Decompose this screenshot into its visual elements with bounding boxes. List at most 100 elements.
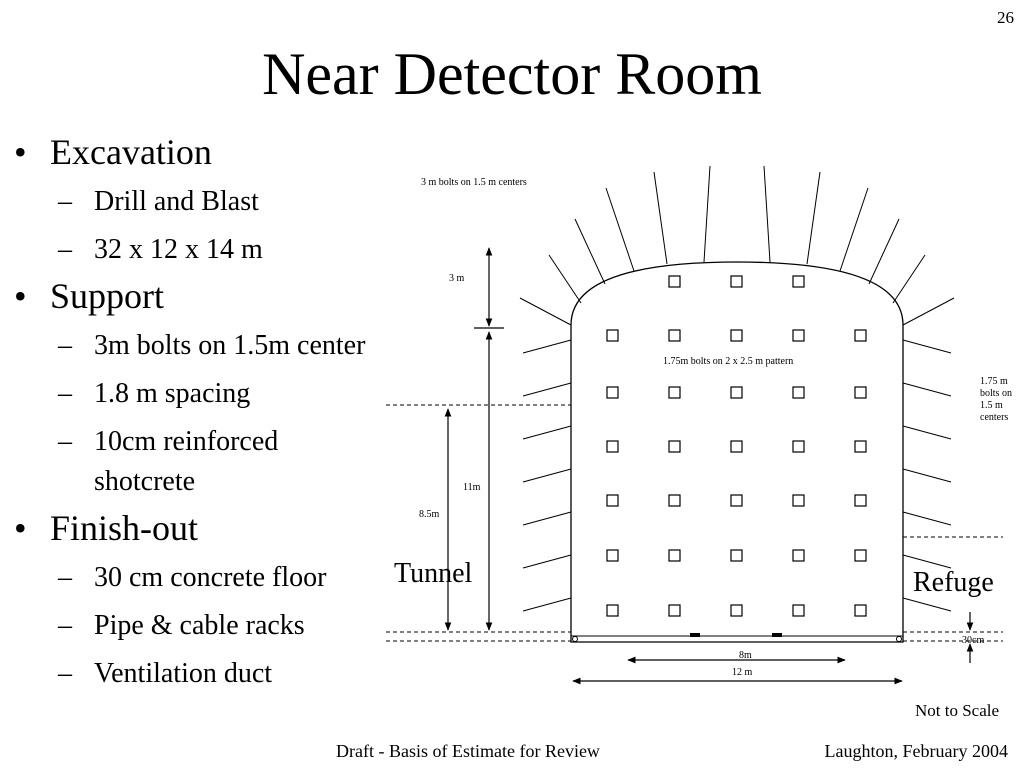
- subbullet-concrete-floor: –30 cm concrete floor: [14, 558, 434, 598]
- bolt-head: [792, 440, 805, 453]
- dim-3m-label: 3 m: [449, 273, 465, 284]
- reference-lines: [386, 404, 1003, 642]
- subbullet-bolts: –3m bolts on 1.5m center: [14, 326, 434, 366]
- slide-title: Near Detector Room: [262, 41, 762, 107]
- left-wall-bolts: [522, 339, 572, 612]
- tunnel-label: Tunnel: [394, 558, 473, 589]
- roof-bolt: [892, 254, 926, 304]
- bolt-head: [730, 386, 743, 399]
- bolt-head: [730, 494, 743, 507]
- bolt-head: [668, 329, 681, 342]
- bolt-head: [854, 549, 867, 562]
- subbullet-shotcrete: –10cm reinforced shotcrete: [14, 422, 354, 502]
- roof-bolt: [763, 165, 771, 263]
- roof-bolt: [703, 165, 711, 263]
- roof-bolt: [902, 297, 955, 326]
- bullet-outline: •Excavation –Drill and Blast –32 x 12 x …: [14, 126, 434, 694]
- wall-bolt: [522, 511, 572, 526]
- wall-bolt: [522, 597, 572, 612]
- bolt-head: [854, 386, 867, 399]
- wall-bolt: [902, 511, 952, 526]
- bolt-head: [854, 604, 867, 617]
- wall-bolt: [902, 425, 952, 440]
- bolt-head: [606, 329, 619, 342]
- wall-bolt: [522, 468, 572, 483]
- dim-12m-label: 12 m: [732, 667, 753, 678]
- dim-8m-label: 8m: [739, 650, 752, 661]
- dash-icon: –: [58, 610, 72, 641]
- slide-number: 26: [997, 8, 1014, 27]
- bolt-head: [792, 549, 805, 562]
- roof-bolts: [519, 165, 955, 326]
- dim-30cm-label: 30cm: [962, 635, 984, 646]
- bolt-head: [606, 494, 619, 507]
- floor-corner-mark: [572, 636, 578, 642]
- bolt-head: [792, 494, 805, 507]
- dash-icon: –: [58, 562, 72, 593]
- bullet-excavation: •Excavation: [14, 132, 212, 172]
- dash-icon: –: [58, 234, 72, 265]
- roof-bolt: [653, 171, 668, 265]
- subbullet-pipe-racks: –Pipe & cable racks: [14, 606, 434, 646]
- wall-bolt: [522, 339, 572, 354]
- bolt-head: [668, 549, 681, 562]
- chamber-outline: [570, 261, 904, 643]
- floor-fixture: [690, 633, 700, 637]
- bullet-support: •Support: [14, 276, 165, 316]
- bolt-head: [730, 549, 743, 562]
- bolt-head: [854, 329, 867, 342]
- bolt-head: [730, 440, 743, 453]
- bolt-head: [792, 329, 805, 342]
- bolt-head: [606, 440, 619, 453]
- bolt-head: [668, 604, 681, 617]
- side-bolts-label-line-2: bolts on: [980, 388, 1012, 399]
- side-bolts-label-line-4: centers: [980, 412, 1008, 423]
- bolt-head: [606, 549, 619, 562]
- roof-bolt: [868, 218, 900, 285]
- bolt-head: [730, 275, 743, 288]
- bolt-head: [606, 604, 619, 617]
- floor-fixture: [772, 633, 782, 637]
- roof-bolt: [839, 187, 869, 272]
- wall-bolt: [902, 468, 952, 483]
- wall-bolt: [902, 382, 952, 397]
- floor-corner-mark: [896, 636, 902, 642]
- bolt-head: [668, 386, 681, 399]
- bolt-head: [668, 275, 681, 288]
- dash-icon: –: [58, 658, 72, 689]
- roof-bolts-label: 3 m bolts on 1.5 m centers: [421, 177, 527, 188]
- bolt-head: [854, 440, 867, 453]
- bolt-head: [792, 275, 805, 288]
- wall-bolt: [902, 597, 952, 612]
- bolt-head: [792, 604, 805, 617]
- floor-fixtures: [690, 633, 782, 637]
- wall-bolt: [522, 554, 572, 569]
- wall-bolt: [522, 425, 572, 440]
- bolt-pattern-grid: [606, 275, 867, 617]
- subbullet-spacing: –1.8 m spacing: [14, 374, 434, 414]
- dash-icon: –: [58, 330, 72, 361]
- roof-bolt: [806, 171, 821, 265]
- dash-icon: –: [58, 426, 72, 457]
- dim-11m-label: 11m: [463, 482, 481, 493]
- wall-bolt: [902, 339, 952, 354]
- subbullet-dimensions: –32 x 12 x 14 m: [14, 230, 434, 270]
- bullet-icon: •: [14, 276, 27, 316]
- wall-bolt: [522, 382, 572, 397]
- bolt-head: [730, 604, 743, 617]
- bolt-head: [668, 440, 681, 453]
- bullet-finish-out: •Finish-out: [14, 508, 199, 548]
- dim-8-5m-label: 8.5m: [419, 509, 440, 520]
- bolt-head: [730, 329, 743, 342]
- refuge-label: Refuge: [913, 567, 994, 598]
- bullet-icon: •: [14, 508, 27, 548]
- wall-bolt: [902, 554, 952, 569]
- side-bolts-label-line-1: 1.75 m: [980, 376, 1008, 387]
- footer-draft-note: Draft - Basis of Estimate for Review: [336, 741, 600, 761]
- right-wall-bolts: [902, 339, 952, 612]
- roof-bolt: [548, 254, 582, 304]
- bullet-icon: •: [14, 132, 27, 172]
- bolt-head: [792, 386, 805, 399]
